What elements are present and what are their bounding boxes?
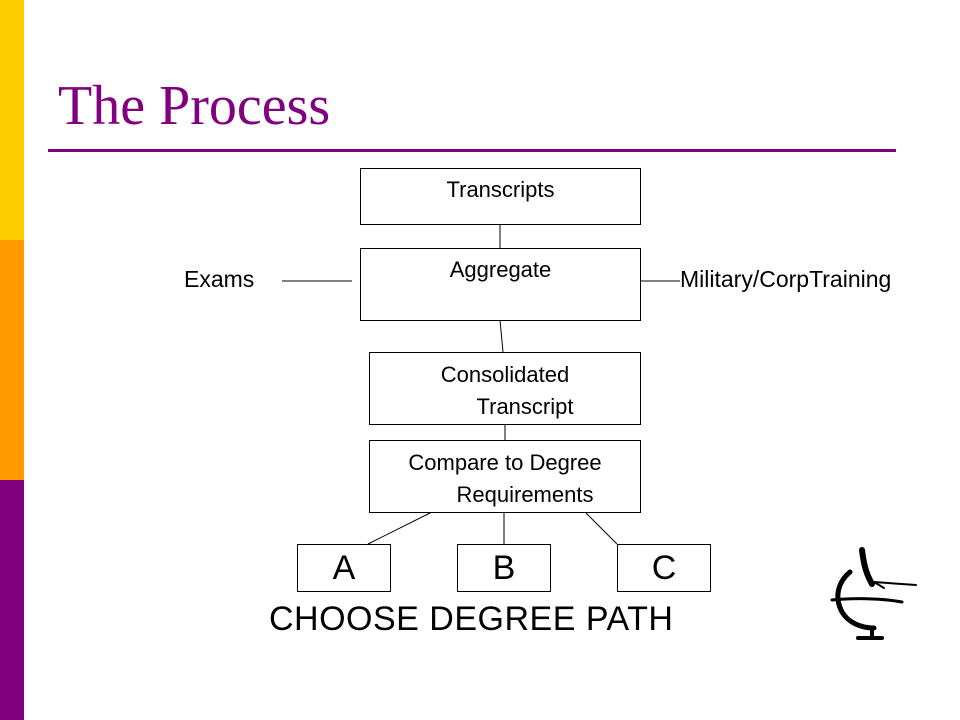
accent-band-top xyxy=(0,0,24,240)
consolidated-transcript-box: Consolidated Transcript xyxy=(369,352,641,425)
choose-degree-path-caption: CHOOSE DEGREE PATH xyxy=(269,600,674,638)
consolidated-label-line2: Transcript xyxy=(476,394,574,419)
connector-compare-c xyxy=(584,511,618,545)
connector-compare-a xyxy=(367,511,433,545)
path-a-box: A xyxy=(297,544,391,592)
path-c-box: C xyxy=(617,544,711,592)
accent-band-middle xyxy=(0,240,24,480)
compare-requirements-box: Compare to Degree Requirements xyxy=(369,440,641,513)
path-b-box: B xyxy=(457,544,551,592)
compare-label-line1: Compare to Degree xyxy=(408,450,602,475)
accent-band-bottom xyxy=(0,480,24,720)
aggregate-label: Aggregate xyxy=(449,257,552,282)
aggregate-box: Aggregate xyxy=(360,248,641,321)
transcripts-box: Transcripts xyxy=(360,168,641,225)
compare-label-line2: Requirements xyxy=(456,482,594,507)
military-corp-training-label: Military/CorpTraining xyxy=(680,266,892,292)
consolidated-label-line1: Consolidated xyxy=(440,362,570,387)
slide-title: The Process xyxy=(58,75,331,137)
connector-aggregate-consolidated xyxy=(499,319,504,353)
globe-emblem-icon xyxy=(830,547,917,640)
title-underline xyxy=(48,149,896,152)
exams-label: Exams xyxy=(184,266,255,292)
transcripts-label: Transcripts xyxy=(446,177,555,202)
